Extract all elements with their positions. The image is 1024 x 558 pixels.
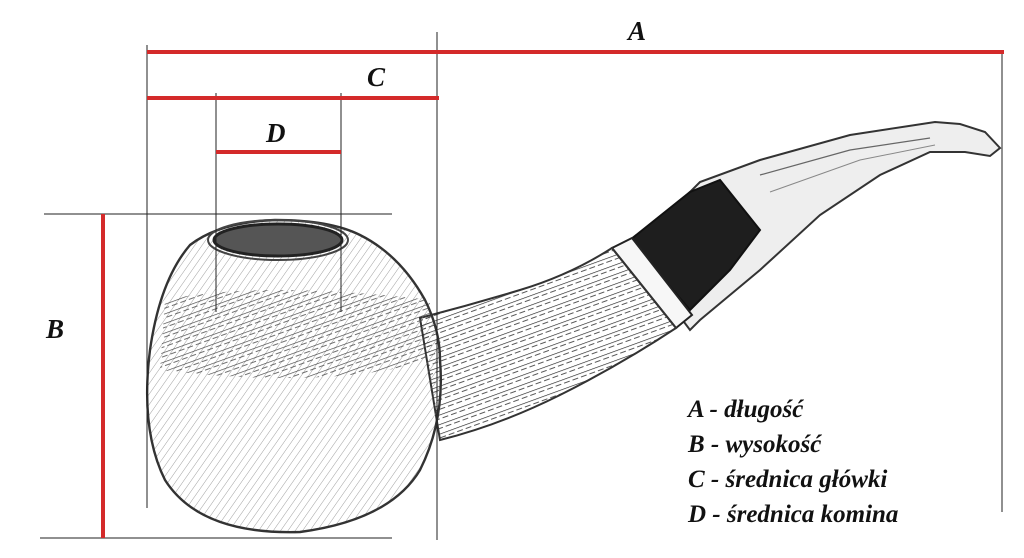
dimension-label-d: D — [265, 118, 286, 148]
dimension-label-a: A — [626, 16, 646, 46]
legend-row-c: C - średnica główki — [688, 466, 888, 493]
dimension-label-c: C — [367, 62, 386, 92]
dimension-lines — [101, 50, 1004, 538]
dimension-legend: A - długość B - wysokość C - średnica gł… — [688, 392, 898, 532]
legend-row-a: A - długość — [688, 396, 804, 423]
legend-row-d: D - średnica komina — [688, 501, 899, 528]
pipe-mouthpiece — [650, 120, 1002, 332]
legend-row-b: B - wysokość — [688, 431, 822, 458]
pipe-illustration — [145, 120, 1002, 534]
pipe-shank — [418, 246, 678, 442]
dimension-label-b: B — [45, 314, 64, 344]
pipe-bowl-opening — [212, 222, 344, 258]
guide-lines — [40, 32, 1003, 540]
